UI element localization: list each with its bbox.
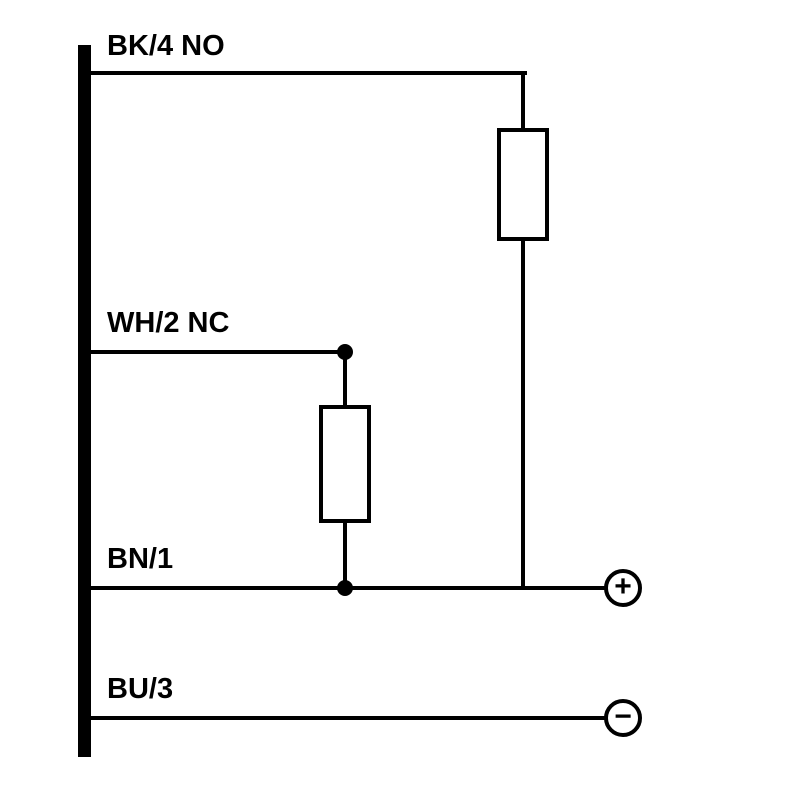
branch-line-middle-upper: [343, 352, 347, 407]
wire-wh2-horizontal-line: [91, 350, 347, 354]
plus-icon: +: [614, 570, 632, 603]
supply-bus-bar: [78, 45, 91, 757]
plus-terminal: +: [604, 569, 642, 607]
wire-label-wh2-nc: WH/2 NC: [107, 307, 230, 339]
wire-label-bn1: BN/1: [107, 543, 174, 575]
branch-line-middle-lower: [343, 521, 347, 590]
load-resistor-middle: [319, 405, 371, 523]
wire-bk4-horizontal-line: [91, 71, 527, 75]
branch-line-top-lower: [521, 239, 525, 590]
minus-terminal: −: [604, 699, 642, 737]
wire-bn1-horizontal-line: [91, 586, 606, 590]
branch-line-top-upper: [521, 71, 525, 130]
wire-label-bu3: BU/3: [107, 673, 174, 705]
wire-label-bk4-no: BK/4 NO: [107, 30, 225, 62]
load-resistor-top: [497, 128, 549, 241]
wire-bu3-horizontal-line: [91, 716, 606, 720]
minus-icon: −: [614, 700, 632, 733]
